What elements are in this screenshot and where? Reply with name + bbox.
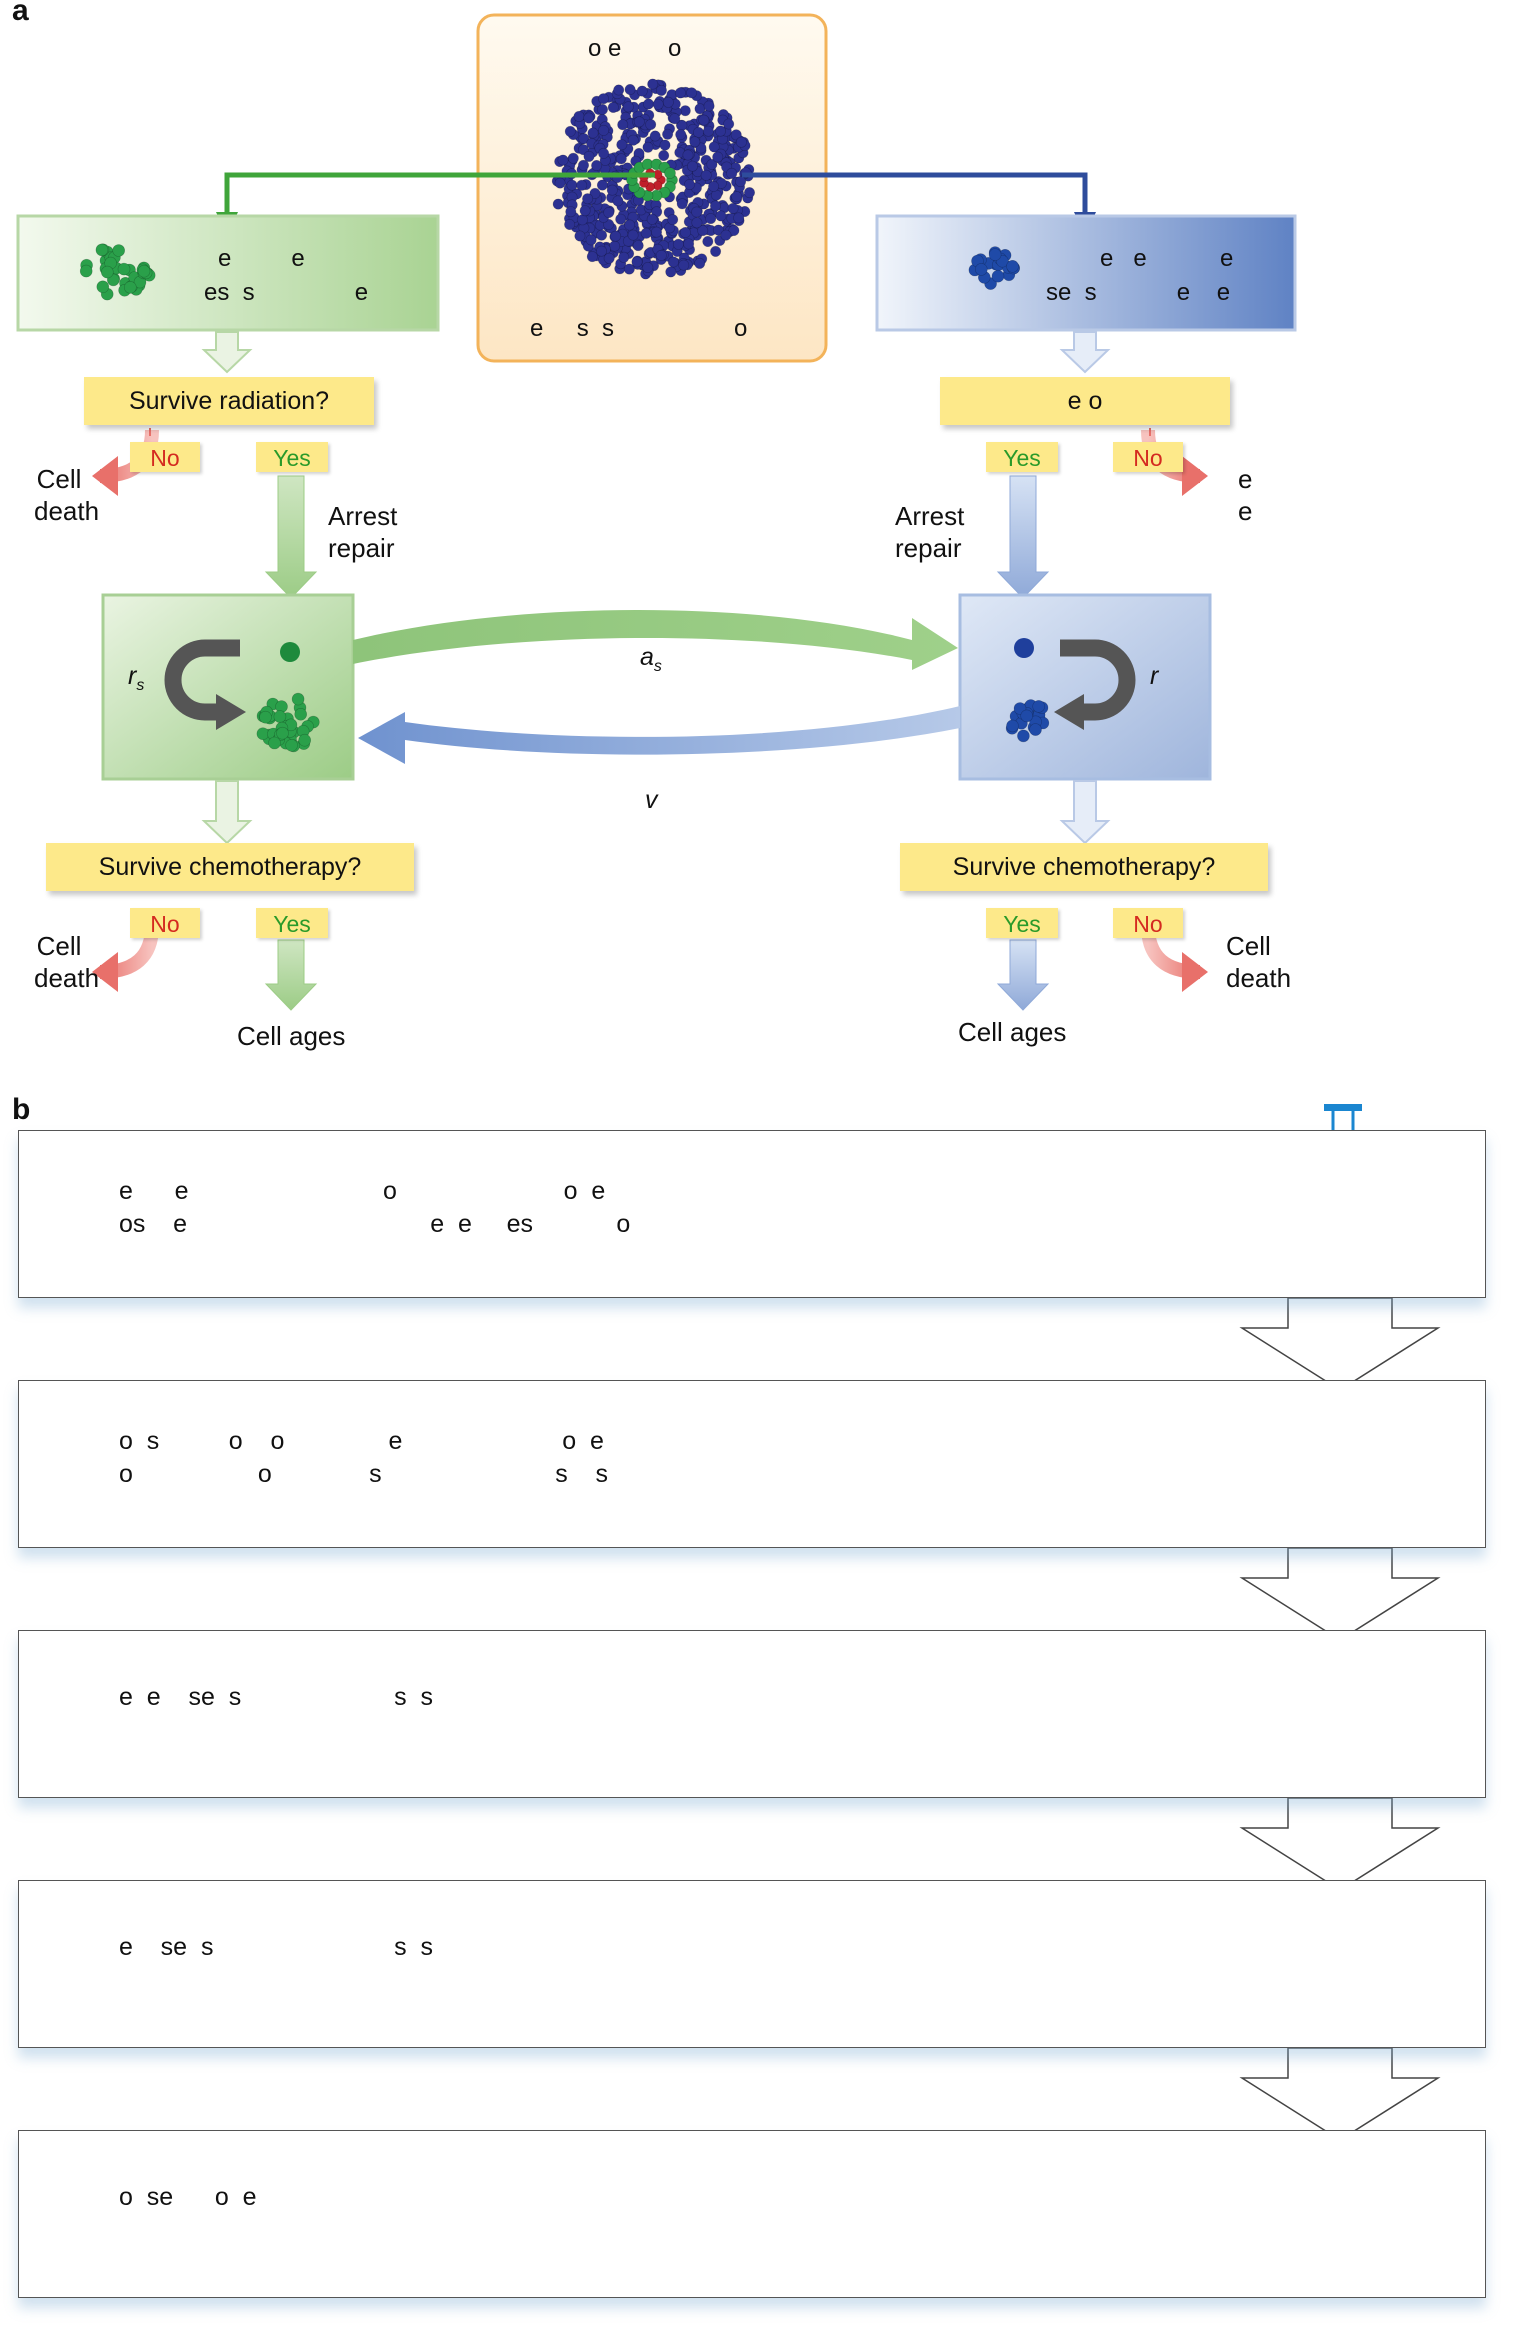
center-box-caption: e s s o xyxy=(530,315,748,342)
radiation-question-box: Survive radiation? xyxy=(84,377,374,425)
workflow-step-5: o se o e xyxy=(18,2130,1486,2298)
chemo-question: Survive chemotherapy? xyxy=(952,853,1216,881)
no-tag-left-top: No xyxy=(130,442,200,472)
center-box-title: o e o xyxy=(588,35,682,62)
progenitor-lineage-connector xyxy=(742,172,1088,222)
progenitor-cell-cluster-icon xyxy=(968,246,1021,290)
yes-tag-left-top: Yes xyxy=(256,442,328,472)
workflow-step-3: e e se s s s xyxy=(18,1630,1486,1798)
cell-ages-label-right: Cell ages xyxy=(958,1017,1067,1047)
arrow-cell-ages-right xyxy=(996,939,1050,1011)
step-5-text: o se o e xyxy=(119,2183,257,2211)
radiation-question: Survive radiation? xyxy=(128,387,330,415)
rate-rs-label: rs xyxy=(128,662,145,694)
self-renewal-arrow-left xyxy=(164,639,240,721)
stem-lineage-connector xyxy=(224,172,655,222)
stem-arrest-box xyxy=(101,593,355,781)
arrow-to-chemo-left xyxy=(201,780,253,845)
yes-tag-right-bottom: Yes xyxy=(986,908,1058,938)
chemo-question-box-left: Survive chemotherapy? xyxy=(46,843,414,891)
cell-death-arrowhead xyxy=(92,456,118,496)
arrow-survive-to-arrest-right xyxy=(996,475,1050,599)
single-progenitor-cell xyxy=(1014,638,1034,658)
left-box-line2: es s e xyxy=(204,279,369,306)
chemo-question: Survive chemotherapy? xyxy=(98,853,362,881)
no-tag-right-top: No xyxy=(1113,442,1183,472)
rate-as-label: as xyxy=(640,643,662,675)
yes-label: Yes xyxy=(1003,445,1041,471)
step-4-text: e se s s s xyxy=(119,1933,433,1961)
left-box-line1: e e xyxy=(218,245,305,272)
chemo-question-box-right: Survive chemotherapy? xyxy=(900,843,1268,891)
progenitor-cell-box xyxy=(875,214,1297,332)
panel-a-label: a xyxy=(12,0,29,27)
arrow-to-radiation-question xyxy=(201,331,253,374)
progenitor-arrest-box xyxy=(958,593,1212,781)
yes-tag-left-bottom: Yes xyxy=(256,908,328,938)
cell-death-arrowhead xyxy=(1182,456,1208,496)
tumor-cell-cluster xyxy=(551,78,755,280)
arrow-to-right-question xyxy=(1059,331,1111,374)
rate-v-label: v xyxy=(645,786,658,814)
no-tag-left-bottom: No xyxy=(130,908,200,938)
workflow-chevrons xyxy=(1239,1297,1441,2141)
right-box-line1: e e e xyxy=(1100,245,1234,272)
yes-tag-right-top: Yes xyxy=(986,442,1058,472)
self-renewal-arrow-right xyxy=(1060,639,1136,721)
right-box-line2: se s e e xyxy=(1046,279,1231,306)
stem-cell-cluster-icon xyxy=(79,243,156,301)
workflow-step-4: e se s s s xyxy=(18,1880,1486,2048)
no-label: No xyxy=(150,445,180,471)
no-tag-right-bottom: No xyxy=(1113,908,1183,938)
panel-b-label: b xyxy=(12,1093,31,1126)
step-3-text: e e se s s s xyxy=(119,1683,433,1711)
right-question: e o xyxy=(1067,387,1103,415)
arrow-survive-to-arrest-left xyxy=(264,475,318,599)
rate-r-label: r xyxy=(1150,662,1159,690)
asymmetric-division-arrow xyxy=(353,610,958,670)
cell-ages-label-left: Cell ages xyxy=(237,1021,346,1051)
progenitor-cell-colony xyxy=(1005,699,1050,743)
arrow-cell-ages-left xyxy=(264,939,318,1011)
yes-label: Yes xyxy=(273,445,311,471)
right-question-box: e o xyxy=(940,377,1230,425)
single-stem-cell xyxy=(280,642,300,662)
dedifferentiation-arrow xyxy=(358,706,960,764)
arrow-to-chemo-right xyxy=(1059,780,1111,845)
no-label: No xyxy=(1133,445,1163,471)
stem-cell-colony xyxy=(256,692,320,753)
